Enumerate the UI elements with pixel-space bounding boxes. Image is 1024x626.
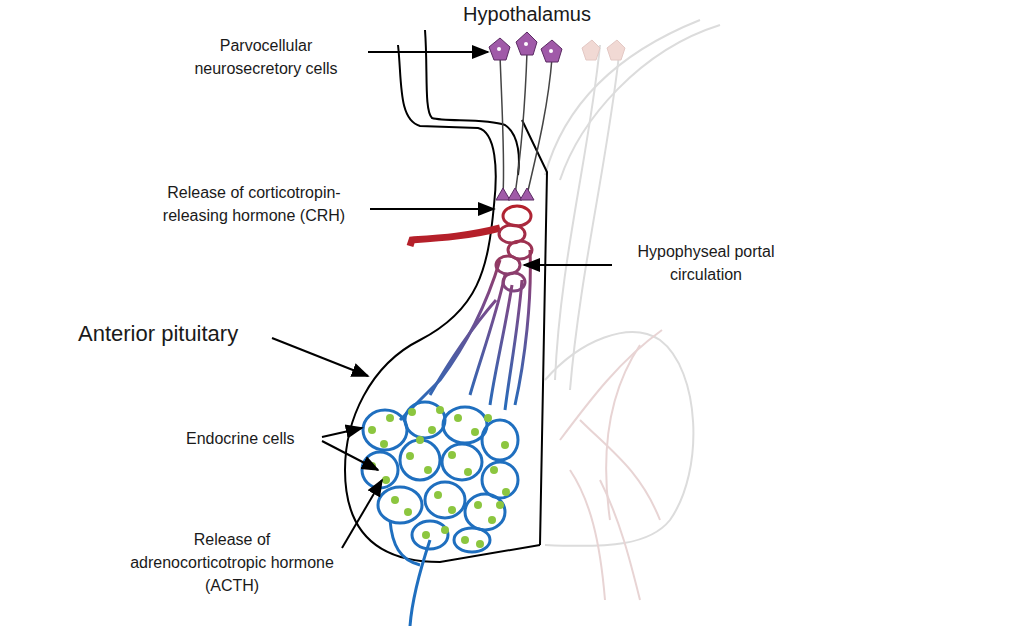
- part-label: Parvocellular neurosecretory cells: [186, 34, 346, 80]
- region-label: Anterior pituitary: [78, 318, 268, 350]
- region-label: Hypothalamus: [427, 0, 627, 29]
- portal-vessels: [400, 206, 532, 420]
- part-label: Release of corticotropin-releasing hormo…: [156, 181, 352, 227]
- leader-arrows: [272, 52, 612, 548]
- parvocellular-neurons: [489, 32, 562, 200]
- capillary-plexus: [362, 402, 518, 626]
- faded-neurons: [582, 40, 625, 60]
- endocrine-cells: [368, 406, 510, 548]
- pituitary-outline: [345, 30, 547, 562]
- part-label: Endocrine cells: [186, 427, 316, 450]
- posterior-vessels: [560, 330, 662, 600]
- part-label: Release of adrenocorticotropic hormone (…: [127, 528, 337, 598]
- part-label: Hypophyseal portal circulation: [616, 240, 796, 286]
